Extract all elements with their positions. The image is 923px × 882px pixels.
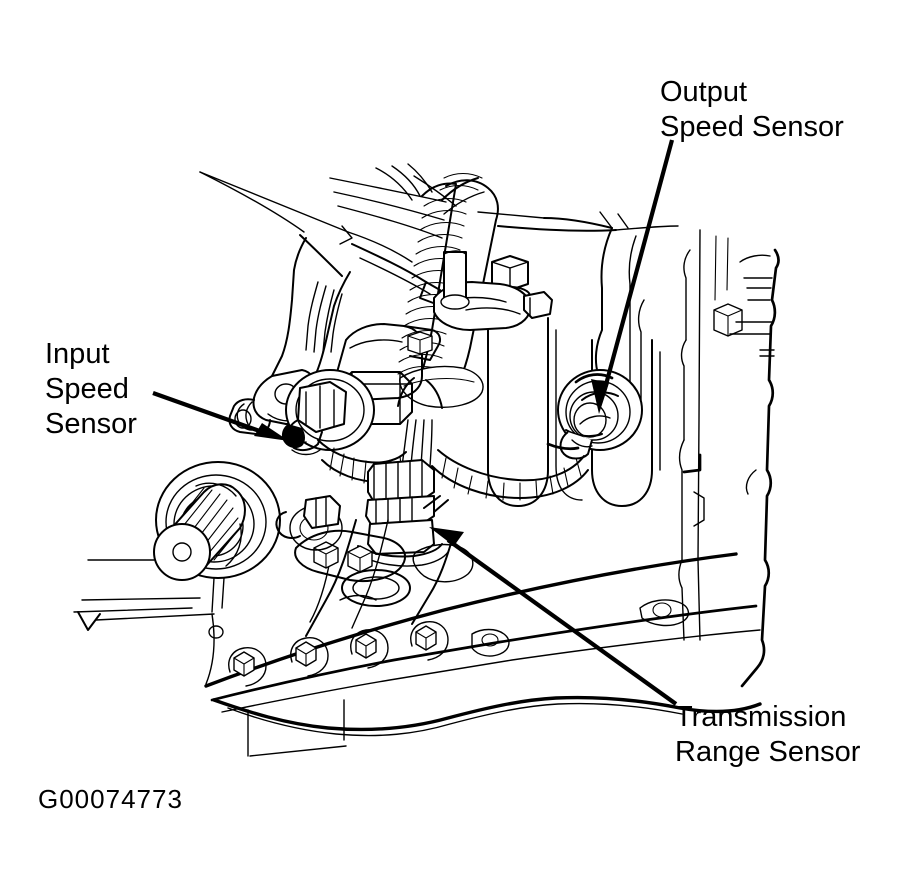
hose-clamp-bracket <box>399 250 553 408</box>
figure-reference-code: G00074773 <box>38 784 183 814</box>
output-shaft-splines <box>87 461 281 613</box>
leader-output-speed-sensor <box>591 139 675 414</box>
case-hex-bolt-right <box>713 303 743 337</box>
case-mount-pad <box>275 495 406 582</box>
leader-transmission-range-sensor <box>429 527 678 706</box>
transmission-range-sensor-line1: Transmission <box>675 701 846 733</box>
pan-rail-bolts <box>228 599 689 687</box>
input-speed-sensor-connector <box>281 369 375 456</box>
input-speed-sensor-line1: Input <box>45 338 110 370</box>
accumulator-cylinders <box>487 317 661 507</box>
input-speed-sensor-line3: Sensor <box>45 408 137 440</box>
output-speed-sensor-line2: Speed Sensor <box>660 111 844 143</box>
label-input-speed-sensor: Input Speed Sensor <box>45 338 137 440</box>
input-speed-sensor-line2: Speed <box>45 373 129 405</box>
upper-cable-strands <box>329 163 485 239</box>
output-speed-sensor-line1: Output <box>660 76 747 108</box>
transmission-range-sensor-line2: Range Sensor <box>675 736 861 768</box>
transmission-range-sensor-connector <box>357 459 449 567</box>
leader-input-speed-sensor <box>152 391 289 441</box>
oil-pan-and-lower-case <box>73 495 762 757</box>
label-output-speed-sensor: Output Speed Sensor <box>660 76 844 143</box>
label-transmission-range-sensor: Transmission Range Sensor <box>675 701 861 768</box>
